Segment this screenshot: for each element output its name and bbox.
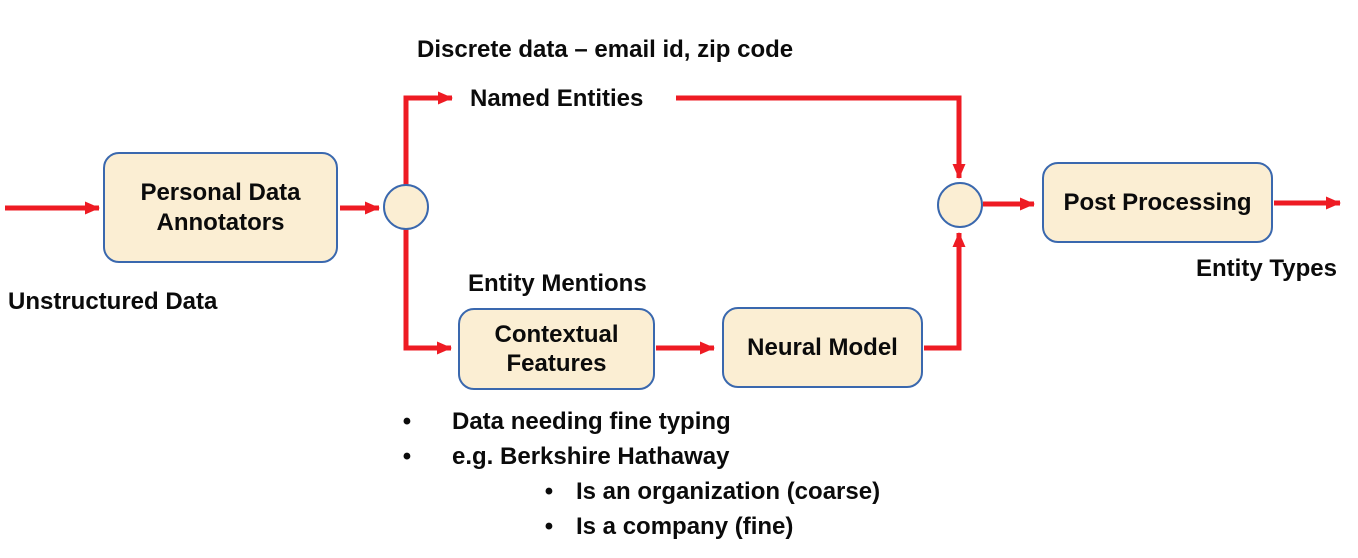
note-text: Is an organization (coarse) [576, 478, 881, 505]
merge-junction-circle [937, 182, 983, 228]
node-neural-model-label: Neural Model [747, 333, 898, 361]
node-post-processing: Post Processing [1042, 162, 1273, 243]
node-personal-data-annotators: Personal Data Annotators [103, 152, 338, 263]
node-contextual-features-label: Contextual Features [494, 321, 619, 377]
node-post-processing-label: Post Processing [1063, 188, 1252, 216]
arrow-named-entities-to-merge [676, 95, 966, 179]
unstructured-data-label: Unstructured Data [8, 288, 218, 315]
note-item: • e.g. Berkshire Hathaway [398, 439, 880, 474]
note-item: • Is a company (fine) [540, 509, 880, 544]
note-text: Data needing fine typing [452, 408, 731, 435]
arrow-split-to-contextual-features [403, 226, 452, 355]
bullet-icon: • [402, 408, 412, 435]
notes-list: • Data needing fine typing • e.g. Berksh… [398, 404, 880, 544]
bullet-icon: • [544, 478, 554, 505]
bullet-icon: • [544, 513, 554, 540]
note-item: • Data needing fine typing [398, 404, 880, 439]
discrete-data-label: Discrete data – email id, zip code [417, 36, 794, 63]
note-item: • Is an organization (coarse) [540, 474, 880, 509]
entity-types-label: Entity Types [1196, 255, 1337, 282]
node-neural-model: Neural Model [722, 307, 923, 388]
arrow-neural-to-merge [924, 232, 966, 351]
note-text: e.g. Berkshire Hathaway [452, 443, 730, 470]
bullet-icon: • [402, 443, 412, 470]
arrow-split-to-named-entities [403, 91, 453, 212]
named-entities-label: Named Entities [470, 85, 644, 112]
node-contextual-features: Contextual Features [458, 308, 655, 390]
entity-mentions-label: Entity Mentions [468, 270, 647, 297]
split-junction-circle [383, 184, 429, 230]
node-personal-data-annotators-label: Personal Data Annotators [140, 178, 301, 236]
note-text: Is a company (fine) [576, 513, 794, 540]
